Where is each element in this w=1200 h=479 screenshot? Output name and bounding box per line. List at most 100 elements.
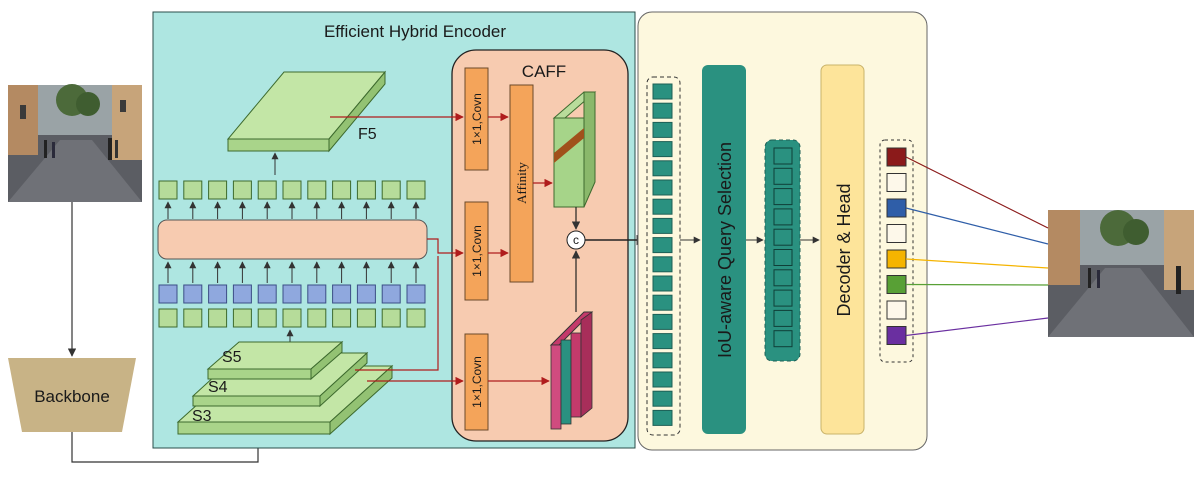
top-token: [257, 180, 277, 200]
selected-query-token: [773, 147, 793, 165]
conv-block-tokens: [464, 201, 489, 301]
attention-map: [552, 91, 597, 208]
green-token: [257, 308, 277, 328]
blue-token: [183, 284, 203, 304]
encoder-title: Efficient Hybrid Encoder: [324, 22, 506, 41]
selected-query-token: [773, 309, 793, 327]
selected-query-token: [773, 208, 793, 226]
selected-query-token: [773, 167, 793, 185]
top-token: [356, 180, 376, 200]
top-token: [158, 180, 178, 200]
selected-query-token: [773, 330, 793, 348]
top-token-row: [158, 180, 426, 200]
encoder-output-token: [652, 217, 673, 234]
backbone-to-encoder-arrow: [71, 432, 263, 463]
f5-feature-map: [226, 70, 387, 153]
encoder-output-token: [652, 160, 673, 177]
green-token: [307, 308, 327, 328]
top-token: [406, 180, 426, 200]
blue-token: [282, 284, 302, 304]
output-image: [1048, 210, 1194, 337]
encoder-output-token: [652, 371, 673, 388]
prediction-box: [886, 326, 907, 345]
encoder-output-token: [652, 198, 673, 215]
tokens-to-conv-arrow: [427, 238, 464, 258]
encoder-output-token: [652, 141, 673, 158]
affinity-label: Affinity: [514, 162, 529, 204]
selected-query-token: [773, 249, 793, 266]
green-token: [282, 308, 302, 328]
blue-token: [381, 284, 401, 304]
prediction-group: [879, 139, 914, 363]
backbone-trapezoid: [8, 358, 136, 432]
encoder-output-token: [652, 390, 673, 407]
top-token: [307, 180, 327, 200]
encoder-output-token: [652, 179, 673, 196]
fused-feature-map: [549, 311, 594, 430]
selected-query-token: [773, 269, 793, 287]
transformer-block: [157, 219, 428, 260]
s4-label: S4: [208, 379, 228, 396]
blue-token: [406, 284, 426, 304]
conv-block-tokens-label: 1×1,Covn: [470, 225, 484, 277]
encoder-output-token: [652, 275, 673, 292]
conv-block-f5: [464, 67, 489, 171]
mid-token-arrows: [164, 261, 420, 283]
encoder-output-token: [652, 313, 673, 330]
top-token-arrows: [164, 201, 420, 219]
top-token: [183, 180, 203, 200]
green-token: [381, 308, 401, 328]
green-token: [332, 308, 352, 328]
top-token: [381, 180, 401, 200]
caff-title: CAFF: [522, 62, 566, 81]
conv-block-f5-label: 1×1,Covn: [470, 93, 484, 145]
prediction-line: [905, 283, 1049, 286]
prediction-line: [905, 207, 1049, 245]
selected-query-tokens: [773, 147, 793, 348]
encoder-output-token: [652, 102, 673, 119]
query-selection-label: IoU-aware Query Selection: [715, 142, 735, 358]
top-token: [232, 180, 252, 200]
prediction-box: [886, 249, 907, 269]
blue-token-row: [158, 284, 426, 304]
prediction-box: [886, 147, 907, 167]
prediction-lines: [905, 156, 1049, 337]
s3-label: S3: [192, 408, 212, 425]
top-token: [332, 180, 352, 200]
green-token: [183, 308, 203, 328]
decoder-label: Decoder & Head: [834, 183, 854, 316]
bottom-green-token-row: [158, 308, 426, 328]
concat-symbol: c: [573, 233, 579, 247]
blue-token: [158, 284, 178, 304]
green-token: [158, 308, 178, 328]
encoder-output-token: [652, 294, 673, 311]
blue-token: [232, 284, 252, 304]
f5-label: F5: [358, 126, 377, 143]
blue-token: [208, 284, 228, 304]
top-token: [282, 180, 302, 200]
prediction-box: [886, 198, 907, 218]
encoder-output-token: [652, 409, 673, 426]
s5-label: S5: [222, 349, 242, 366]
selected-query-token: [773, 228, 793, 246]
encoder-output-token: [652, 121, 673, 138]
encoder-output-token: [652, 352, 673, 369]
encoder-output-token: [652, 83, 673, 100]
green-token: [406, 308, 426, 328]
top-token: [208, 180, 228, 200]
encoder-output-token: [652, 237, 673, 254]
encoder-output-group: [646, 76, 681, 436]
backbone-label: Backbone: [34, 387, 110, 406]
selected-query-token: [773, 289, 793, 307]
conv-block-s-label: 1×1,Covn: [470, 356, 484, 408]
green-token: [208, 308, 228, 328]
s5-to-conv-arrow: [355, 256, 439, 371]
prediction-box: [886, 173, 907, 192]
input-image: [8, 84, 142, 202]
selected-query-token: [773, 188, 793, 206]
decoder-bar: [820, 64, 865, 435]
encoder-output-token: [652, 256, 673, 273]
green-token: [356, 308, 376, 328]
prediction-line: [905, 258, 1049, 269]
